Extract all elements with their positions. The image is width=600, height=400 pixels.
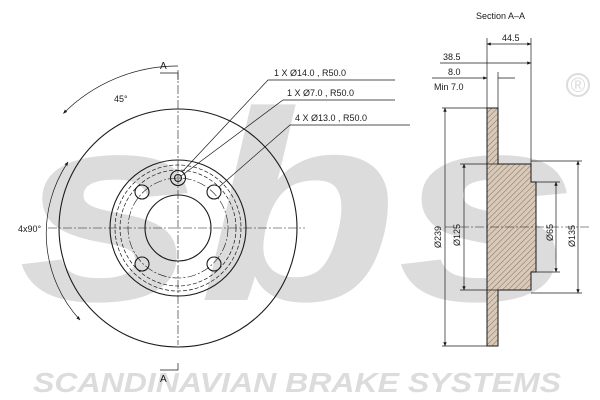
bolt-hole-top-right bbox=[206, 184, 222, 200]
watermark: sbs ® SCANDINAVIAN BRAKE SYSTEMS bbox=[18, 57, 590, 398]
angle-45-arc bbox=[63, 65, 179, 114]
hole-callout-3: 4 X Ø13.0 , R50.0 bbox=[295, 113, 367, 123]
hole-callout-1: 1 X Ø14.0 , R50.0 bbox=[274, 68, 346, 78]
hole-callout-2: 1 X Ø7.0 , R50.0 bbox=[287, 88, 354, 98]
spacing-label: 4x90° bbox=[18, 224, 42, 234]
section-marker-bottom: A bbox=[160, 374, 167, 385]
callout-leader-3 bbox=[218, 124, 410, 188]
angle-label: 45° bbox=[114, 94, 128, 104]
registered-symbol: ® bbox=[571, 75, 586, 97]
front-view: A A 1 X Ø14.0 , R50.0 1 X Ø7.0 , R50.0 4… bbox=[18, 61, 410, 385]
bolt-hole-bottom-right bbox=[206, 256, 222, 272]
locating-hole bbox=[169, 169, 187, 187]
dia-239: Ø239 bbox=[433, 226, 443, 248]
section-title: Section A–A bbox=[476, 11, 525, 21]
dia-135: Ø135 bbox=[567, 225, 577, 247]
section-marker-top-line bbox=[160, 72, 179, 80]
angle-4x90-arc bbox=[45, 161, 81, 321]
callout-leader-1 bbox=[181, 79, 395, 173]
section-view: Section A–A 44.5 38.5 8.0 Min 7.0 Ø239 Ø… bbox=[432, 11, 590, 347]
section-marker-bottom-line bbox=[160, 363, 179, 371]
dia-125: Ø125 bbox=[452, 224, 462, 246]
watermark-tagline: SCANDINAVIAN BRAKE SYSTEMS bbox=[33, 367, 561, 398]
dim-38-5: 38.5 bbox=[443, 52, 461, 62]
dia-65: Ø65 bbox=[545, 224, 555, 241]
bolt-hole-top-left bbox=[134, 184, 150, 200]
dim-8-0: 8.0 bbox=[448, 67, 461, 77]
dim-44-5: 44.5 bbox=[502, 33, 520, 43]
watermark-brand: sbs bbox=[18, 57, 578, 358]
dim-min: Min 7.0 bbox=[434, 82, 464, 92]
section-marker-top: A bbox=[160, 61, 167, 72]
registered-mark: ® bbox=[566, 73, 590, 97]
bolt-hole-bottom-left bbox=[134, 256, 150, 272]
callout-leader-2 bbox=[180, 99, 395, 177]
